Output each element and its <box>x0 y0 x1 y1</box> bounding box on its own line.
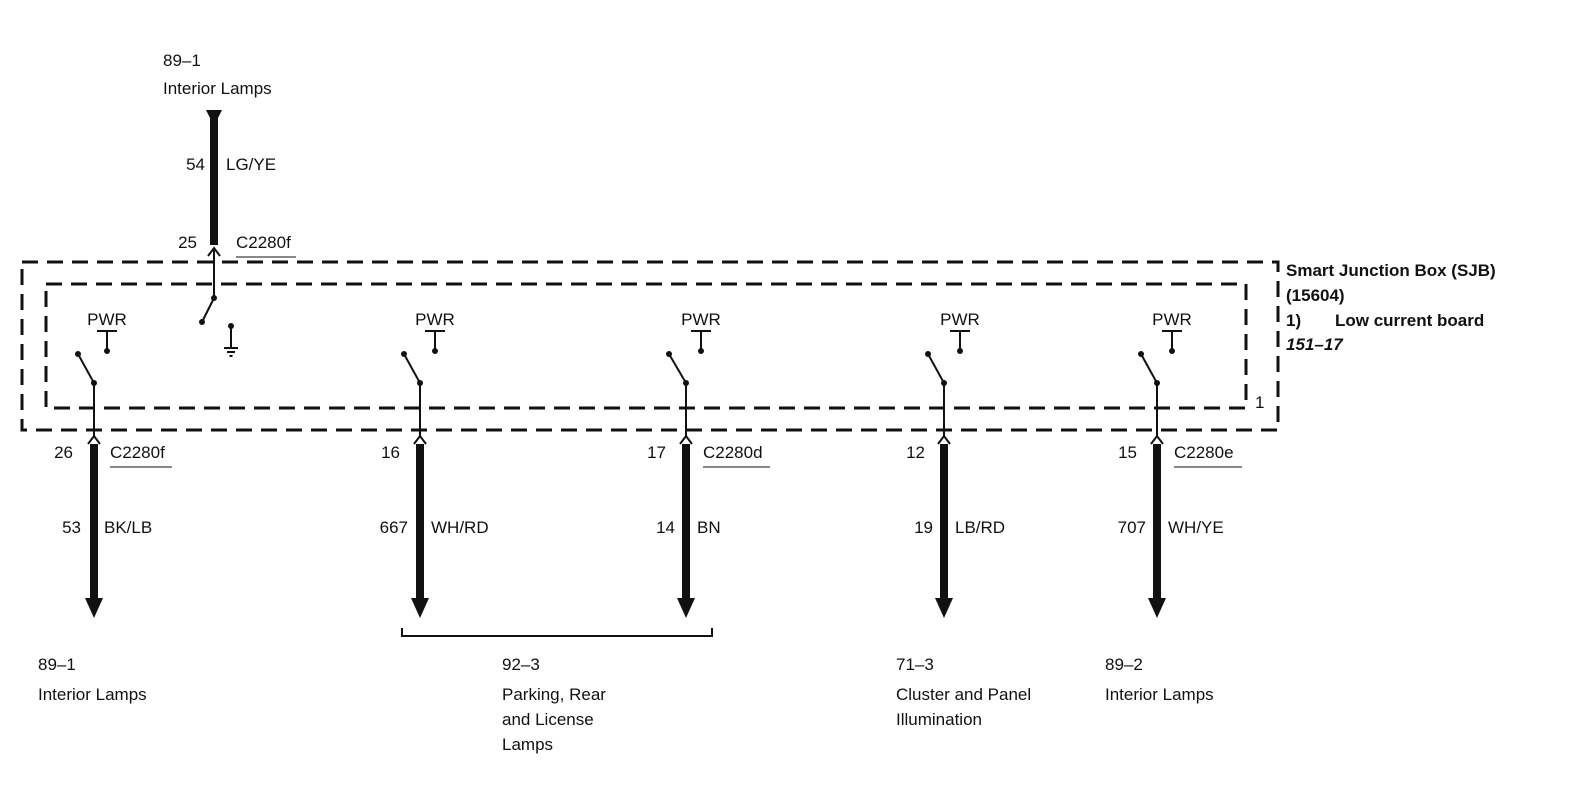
output-5-pin: 15 <box>1118 443 1137 462</box>
switch-3: PWR <box>666 310 721 436</box>
output-4-circuit: 19 <box>914 518 933 537</box>
dest-1-line-1: Interior Lamps <box>38 685 147 704</box>
dest-2-page: 92–3 <box>502 655 540 674</box>
output-3-circuit: 14 <box>656 518 675 537</box>
pwr-label-5: PWR <box>1152 310 1192 329</box>
ground-icon <box>224 347 238 357</box>
pwr-label-2: PWR <box>415 310 455 329</box>
dest-3-line-2: Illumination <box>896 710 982 729</box>
switch-4: PWR <box>925 310 980 436</box>
sjb-inner-marker: 1 <box>1255 393 1264 412</box>
switch-5: PWR <box>1138 310 1192 436</box>
output-wire-2 <box>411 434 429 618</box>
output-5-circuit: 707 <box>1118 518 1146 537</box>
output-wire-3 <box>677 434 695 618</box>
sjb-title: Smart Junction Box (SJB) <box>1286 261 1496 280</box>
dest-4-page: 89–2 <box>1105 655 1143 674</box>
output-5-color: WH/YE <box>1168 518 1224 537</box>
dest-3-line-1: Cluster and Panel <box>896 685 1031 704</box>
top-wire-circuit: 54 <box>186 155 205 174</box>
output-1-circuit: 53 <box>62 518 81 537</box>
dest-2-line-3: Lamps <box>502 735 553 754</box>
dest-3-page: 71–3 <box>896 655 934 674</box>
dest-2-line-1: Parking, Rear <box>502 685 606 704</box>
sjb-ref: 151–17 <box>1286 335 1344 354</box>
top-ref-page: 89–1 <box>163 51 201 70</box>
output-wire-1 <box>85 434 103 618</box>
output-1-pin: 26 <box>54 443 73 462</box>
pwr-label-1: PWR <box>87 310 127 329</box>
sjb-note-text: Low current board <box>1335 311 1484 330</box>
output-wire-4 <box>935 434 953 618</box>
output-3-pin: 17 <box>647 443 666 462</box>
top-wire-pin: 25 <box>178 233 197 252</box>
sjb-part: (15604) <box>1286 286 1345 305</box>
output-2-pin: 16 <box>381 443 400 462</box>
top-wire-color: LG/YE <box>226 155 276 174</box>
output-1-connector: C2280f <box>110 443 165 462</box>
sjb-note-num: 1) <box>1286 311 1301 330</box>
output-wire-5 <box>1148 434 1166 618</box>
dest-4-line-1: Interior Lamps <box>1105 685 1214 704</box>
output-5-connector: C2280e <box>1174 443 1234 462</box>
pwr-label-4: PWR <box>940 310 980 329</box>
output-4-pin: 12 <box>906 443 925 462</box>
dest-2-line-2: and License <box>502 710 594 729</box>
dest-1-page: 89–1 <box>38 655 76 674</box>
sjb-outer-box <box>20 260 1280 432</box>
switch-2: PWR <box>401 310 455 436</box>
switch-1: PWR <box>75 310 127 436</box>
output-1-color: BK/LB <box>104 518 152 537</box>
top-pin-chevron <box>207 246 221 257</box>
sjb-inner-box <box>44 282 1248 410</box>
output-3-connector: C2280d <box>703 443 763 462</box>
top-ref-label: Interior Lamps <box>163 79 272 98</box>
output-2-circuit: 667 <box>380 518 408 537</box>
output-2-color: WH/RD <box>431 518 489 537</box>
top-wire-connector: C2280f <box>236 233 291 252</box>
top-switch <box>199 295 234 348</box>
output-4-color: LB/RD <box>955 518 1005 537</box>
destination-bracket <box>401 628 713 637</box>
output-3-color: BN <box>697 518 721 537</box>
pwr-label-3: PWR <box>681 310 721 329</box>
